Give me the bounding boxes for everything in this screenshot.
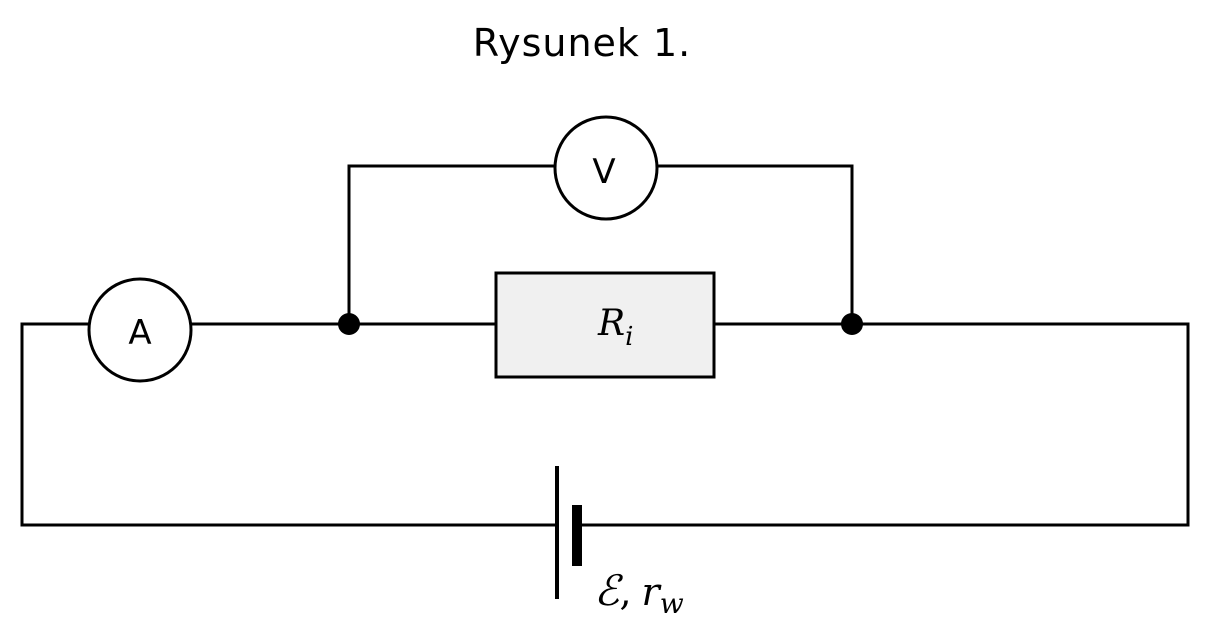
voltmeter-circle [553, 115, 659, 221]
wire-voltmeter-left [347, 164, 557, 326]
circuit-wires [20, 164, 1190, 527]
ammeter-label: A [128, 313, 151, 353]
emf-symbol: ℰ [594, 566, 624, 615]
junction-right [841, 313, 863, 335]
resistor-symbol: R [597, 303, 625, 344]
internal-resistance-subscript: w [660, 587, 684, 620]
resistor: Ri [494, 271, 716, 379]
voltmeter-label: V [592, 152, 615, 192]
resistor-label: Ri [597, 303, 633, 352]
wire-voltmeter-right [655, 164, 854, 326]
internal-resistance-symbol: r [642, 570, 663, 614]
resistor-subscript: i [625, 322, 633, 352]
junction-left [338, 313, 360, 335]
ammeter: A [87, 277, 193, 383]
source-label: ℰ,rw [594, 566, 684, 620]
figure-title: Rysunek 1. [473, 21, 692, 65]
voltmeter: V [553, 115, 659, 221]
battery: ℰ,rw [555, 466, 684, 620]
resistor-body [494, 271, 716, 379]
source-separator: , [619, 570, 631, 614]
ammeter-circle [87, 277, 193, 383]
